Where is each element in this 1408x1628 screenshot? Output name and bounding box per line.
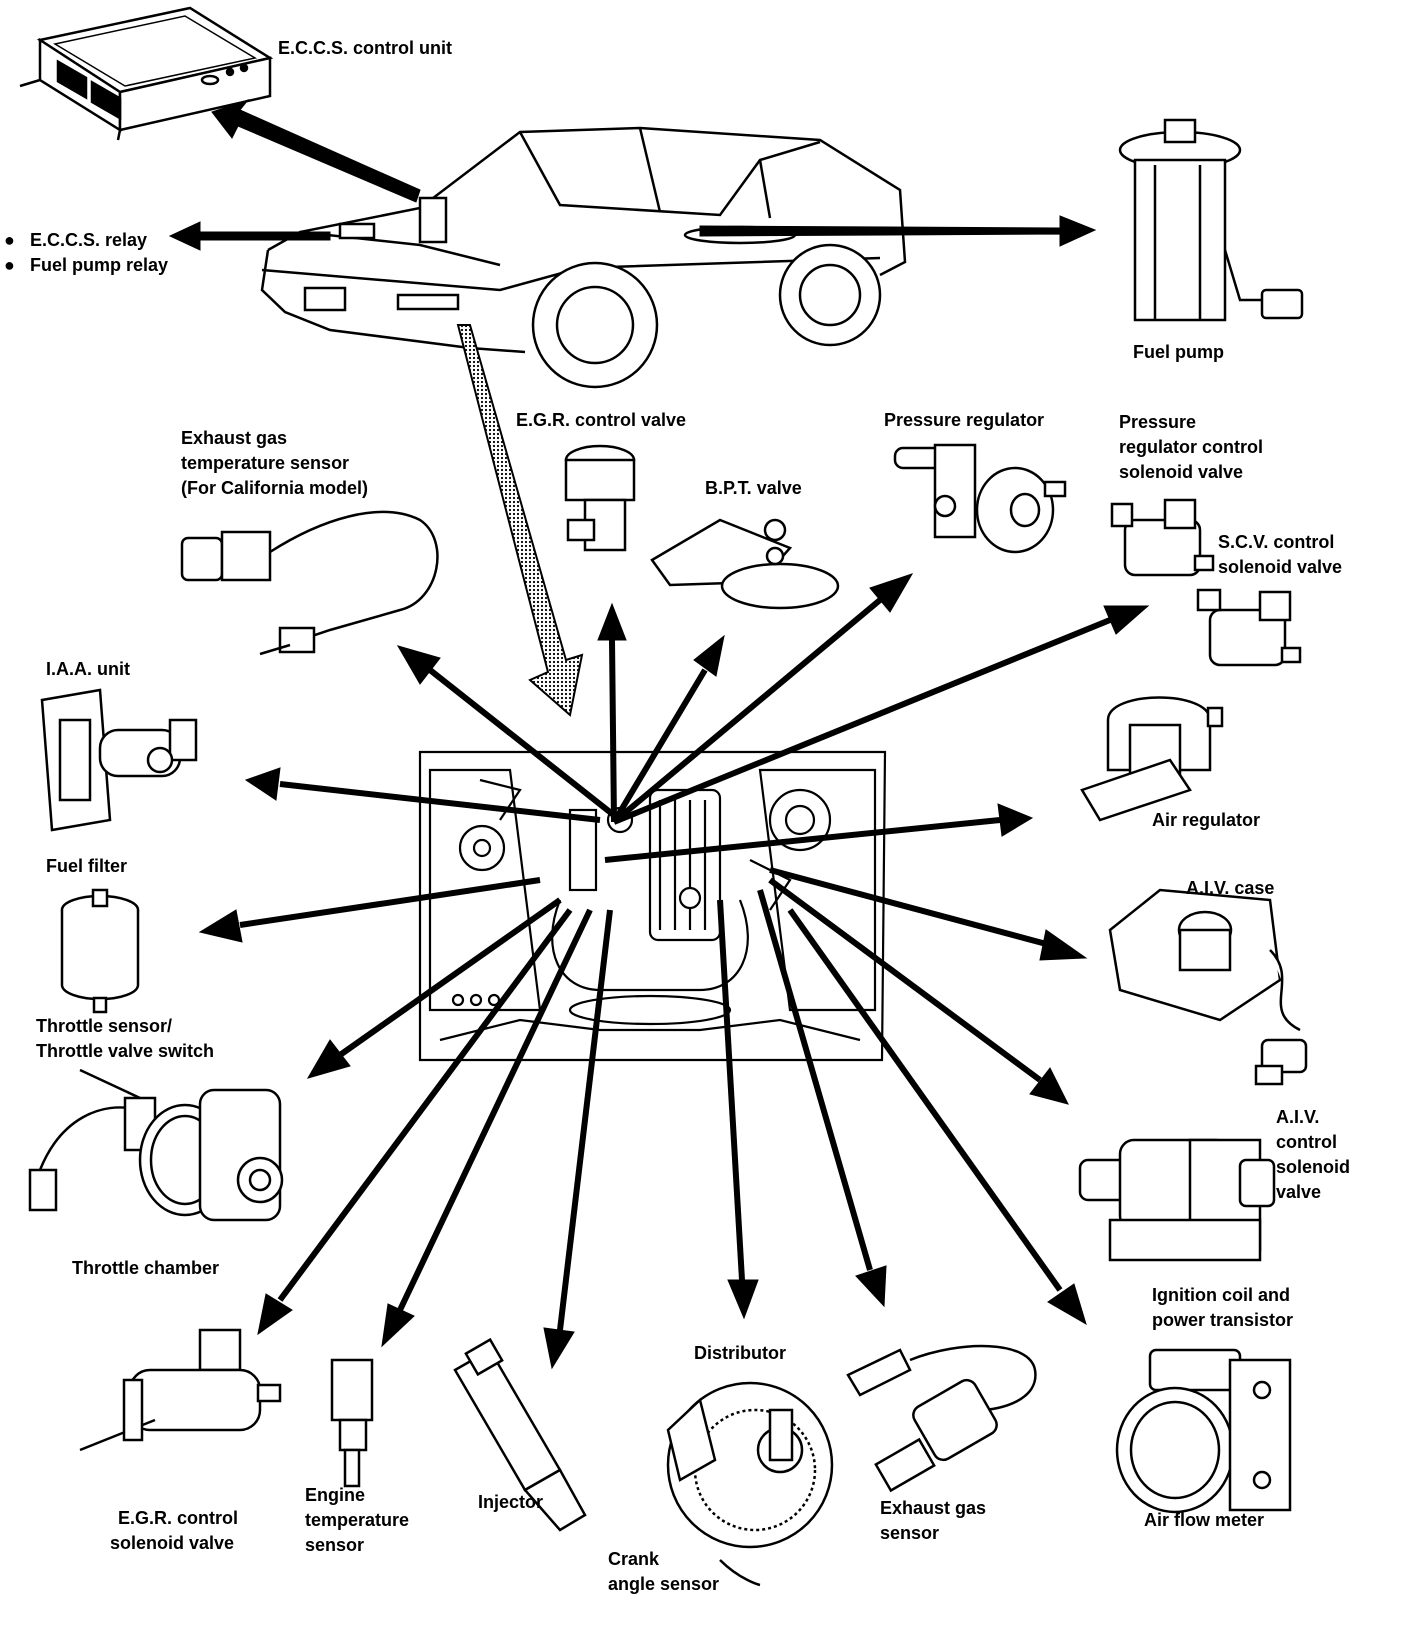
label-eccs-control-unit: E.C.C.S. control unit [278,38,452,58]
air-regulator-illustration [1080,696,1224,822]
label-prcsv-line3: solenoid valve [1119,462,1244,482]
label-air-regulator: Air regulator [1152,810,1261,830]
fuel-filter-illustration [60,888,140,1014]
label-ignition-line2: power transistor [1152,1310,1294,1330]
throttle-chamber-illustration [28,1068,284,1222]
ignition-coil-illustration [1078,1138,1276,1262]
bullet-fuel-pump-relay: ● [4,255,15,275]
label-prcsv-line2: regulator control [1119,437,1264,457]
label-crank-line2: angle sensor [608,1574,720,1594]
label-aiv-case: A.I.V. case [1186,878,1275,898]
label-throttle-chamber: Throttle chamber [72,1258,220,1278]
label-scv-line2: solenoid valve [1218,557,1343,577]
label-bpt-valve: B.P.T. valve [705,478,802,498]
label-fuel-filter: Fuel filter [46,856,128,876]
label-distributor: Distributor [694,1343,786,1363]
label-exh-temp-line2: temperature sensor [181,453,350,473]
label-eng-temp-line1: Engine [305,1485,366,1505]
label-eng-temp-line3: sensor [305,1535,365,1555]
label-exh-sensor-line1: Exhaust gas [880,1498,987,1518]
label-exh-temp-line3: (For California model) [181,478,369,498]
injector-illustration [453,1337,587,1532]
label-throttle-line2: Throttle valve switch [36,1041,215,1061]
label-exh-temp-line1: Exhaust gas [181,428,288,448]
label-eng-temp-line2: temperature [305,1510,410,1530]
label-fuel-pump-relay: Fuel pump relay [30,255,169,275]
fuel-pump-illustration [1118,118,1304,322]
label-egr-sol-line1: E.G.R. control [118,1508,239,1528]
label-ignition-line1: Ignition coil and [1152,1285,1290,1305]
air-flow-meter-illustration [1115,1348,1292,1514]
label-eccs-relay: E.C.C.S. relay [30,230,148,250]
label-prcsv-line1: Pressure [1119,412,1197,432]
label-exh-sensor-line2: sensor [880,1523,940,1543]
exhaust-gas-sensor-illustration [846,1344,1037,1493]
engine-temperature-sensor-illustration [330,1358,374,1488]
eccs-control-unit-illustration [19,6,274,141]
label-aiv-sol-line4: valve [1276,1182,1322,1202]
aiv-control-solenoid-illustration [1254,1038,1308,1086]
label-egr-sol-line2: solenoid valve [110,1533,235,1553]
egr-control-solenoid-illustration [79,1328,282,1452]
label-air-flow-meter: Air flow meter [1144,1510,1265,1530]
label-crank-line1: Crank [608,1549,660,1569]
stippled-arrow [456,324,584,717]
scv-control-solenoid-illustration [1196,588,1302,667]
label-throttle-line1: Throttle sensor/ [36,1016,173,1036]
pressure-regulator-control-solenoid-illustration [1110,498,1215,577]
pressure-regulator-illustration [893,443,1067,554]
label-aiv-sol-line3: solenoid [1276,1157,1351,1177]
label-iaa-unit: I.A.A. unit [46,659,130,679]
exhaust-gas-temperature-sensor-illustration [180,510,439,656]
label-egr-control-valve: E.G.R. control valve [516,410,687,430]
bpt-valve-illustration [650,518,840,610]
aiv-case-illustration [1108,888,1301,1032]
car-illustration [260,126,907,389]
label-fuel-pump: Fuel pump [1133,342,1224,362]
label-scv-line1: S.C.V. control [1218,532,1335,552]
bullet-eccs-relay: ● [4,230,15,250]
label-pressure-regulator: Pressure regulator [884,410,1045,430]
iaa-unit-illustration [40,688,198,832]
egr-control-valve-illustration [564,444,636,552]
distributor-illustration [666,1381,834,1587]
label-injector: Injector [478,1492,544,1512]
label-aiv-sol-line2: control [1276,1132,1337,1152]
car-arrows [168,98,1097,251]
label-aiv-sol-line1: A.I.V. [1276,1107,1320,1127]
component-arrows [198,573,1150,1370]
